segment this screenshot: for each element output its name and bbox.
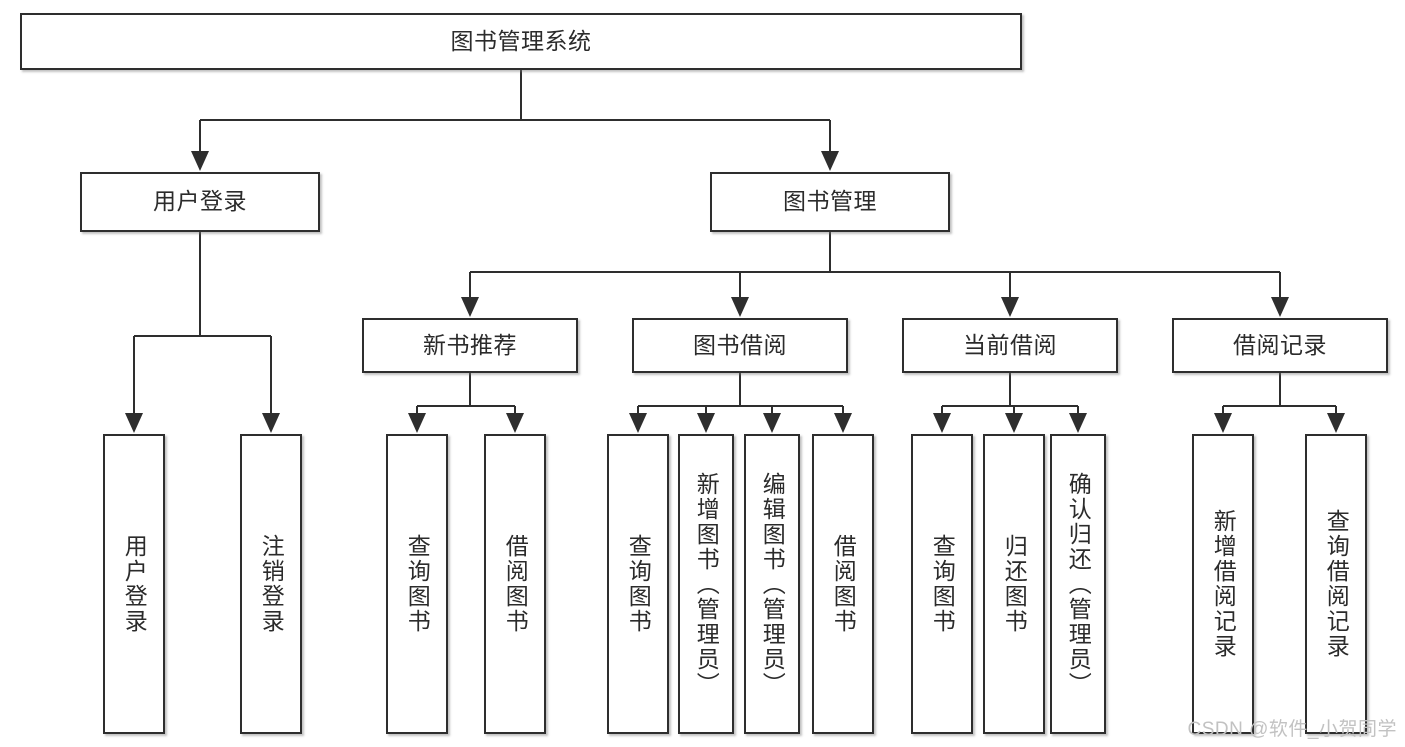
node-user-login[interactable]: 用户登录 — [80, 172, 320, 232]
node-leaf-borrow-book[interactable]: 借阅图书 — [812, 434, 874, 734]
node-label: 归还图书 — [1001, 534, 1028, 634]
arrow-head-icon — [933, 413, 951, 433]
node-leaf-query-borrow-record[interactable]: 查询借阅记录 — [1305, 434, 1367, 734]
node-label: 确认归还（管理员） — [1065, 471, 1092, 697]
node-label: 新增图书（管理员） — [693, 471, 720, 697]
node-label: 用户登录 — [121, 534, 148, 634]
node-leaf-confirm-return-admin[interactable]: 确认归还（管理员） — [1050, 434, 1106, 734]
node-label: 编辑图书（管理员） — [759, 471, 786, 697]
node-label: 用户登录 — [153, 188, 247, 215]
node-label: 查询图书 — [929, 534, 956, 634]
node-leaf-return-book[interactable]: 归还图书 — [983, 434, 1045, 734]
arrow-head-icon — [629, 413, 647, 433]
node-leaf-user-logout[interactable]: 注销登录 — [240, 434, 302, 734]
arrow-head-icon — [763, 413, 781, 433]
arrow-head-icon — [1001, 297, 1019, 317]
node-label: 图书管理 — [783, 188, 877, 215]
node-label: 借阅图书 — [830, 534, 857, 634]
watermark-text: CSDN @软件_小贺同学 — [1187, 719, 1397, 740]
node-leaf-add-book-admin[interactable]: 新增图书（管理员） — [678, 434, 734, 734]
node-label: 查询图书 — [404, 534, 431, 634]
node-label: 借阅图书 — [502, 534, 529, 634]
arrow-head-icon — [262, 413, 280, 433]
node-book-management[interactable]: 图书管理 — [710, 172, 950, 232]
arrow-head-icon — [821, 151, 839, 171]
arrow-head-icon — [461, 297, 479, 317]
arrow-head-icon — [1005, 413, 1023, 433]
arrow-head-icon — [1327, 413, 1345, 433]
node-label: 查询借阅记录 — [1323, 509, 1350, 659]
node-leaf-user-login[interactable]: 用户登录 — [103, 434, 165, 734]
node-current-borrow[interactable]: 当前借阅 — [902, 318, 1118, 373]
arrow-head-icon — [191, 151, 209, 171]
node-label: 当前借阅 — [963, 331, 1057, 358]
node-label: 新书推荐 — [423, 331, 517, 358]
arrow-head-icon — [506, 413, 524, 433]
node-leaf-edit-book-admin[interactable]: 编辑图书（管理员） — [744, 434, 800, 734]
node-leaf-add-borrow-record[interactable]: 新增借阅记录 — [1192, 434, 1254, 734]
node-borrow-record[interactable]: 借阅记录 — [1172, 318, 1388, 373]
arrow-head-icon — [1069, 413, 1087, 433]
node-label: 图书管理系统 — [450, 27, 592, 54]
node-label: 查询图书 — [625, 534, 652, 634]
arrow-head-icon — [408, 413, 426, 433]
arrow-head-icon — [697, 413, 715, 433]
node-leaf-query-book-borrow[interactable]: 查询图书 — [607, 434, 669, 734]
node-leaf-query-book-recommend[interactable]: 查询图书 — [386, 434, 448, 734]
node-root[interactable]: 图书管理系统 — [20, 13, 1022, 70]
node-label: 图书借阅 — [693, 331, 787, 358]
node-leaf-borrow-book-recommend[interactable]: 借阅图书 — [484, 434, 546, 734]
arrow-head-icon — [731, 297, 749, 317]
node-label: 新增借阅记录 — [1210, 509, 1237, 659]
node-new-book-recommend[interactable]: 新书推荐 — [362, 318, 578, 373]
arrow-head-icon — [125, 413, 143, 433]
node-book-borrow[interactable]: 图书借阅 — [632, 318, 848, 373]
arrow-head-icon — [1214, 413, 1232, 433]
node-label: 借阅记录 — [1233, 331, 1327, 358]
arrow-head-icon — [834, 413, 852, 433]
node-leaf-query-book-current[interactable]: 查询图书 — [911, 434, 973, 734]
arrow-head-icon — [1271, 297, 1289, 317]
node-label: 注销登录 — [258, 534, 285, 634]
